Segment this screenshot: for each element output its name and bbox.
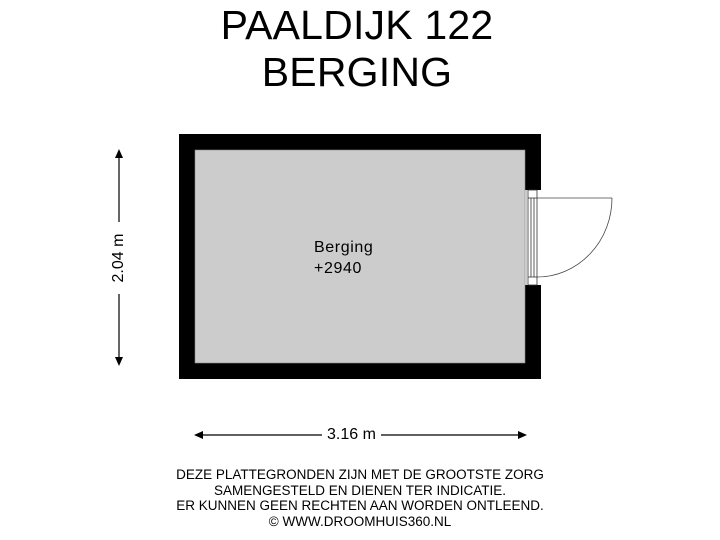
arrow-left-icon (194, 431, 203, 439)
disclaimer-line: DEZE PLATTEGRONDEN ZIJN MET DE GROOTSTE … (176, 467, 544, 482)
arrow-up-icon (115, 149, 123, 158)
door-swing-arc (536, 197, 613, 278)
door-opening (525, 190, 542, 285)
disclaimer-line: SAMENGESTELD EN DIENEN TER INDICATIE. (213, 482, 507, 498)
arrow-down-icon (115, 357, 123, 366)
disclaimer-line: ER KUNNEN GEEN RECHTEN AAN WORDEN ONTLEE… (176, 498, 544, 513)
walls (179, 134, 542, 379)
plan-title-address: PAALDIJK 122 (220, 2, 494, 48)
width-dimension-label: 3.16 m (322, 426, 381, 444)
disclaimer: DEZE PLATTEGRONDEN ZIJN MET DE GROOTSTE … (0, 467, 720, 529)
copyright-line: © WWW.DROOMHUIS360.NL (268, 513, 452, 529)
plan-title-floor: BERGING (261, 49, 453, 95)
door (527, 189, 613, 286)
room-level-label: +2940 (314, 260, 362, 277)
room-name-label: Berging (314, 239, 374, 256)
height-dimension-label: 2.04 m (110, 222, 128, 294)
arrow-right-icon (518, 431, 527, 439)
